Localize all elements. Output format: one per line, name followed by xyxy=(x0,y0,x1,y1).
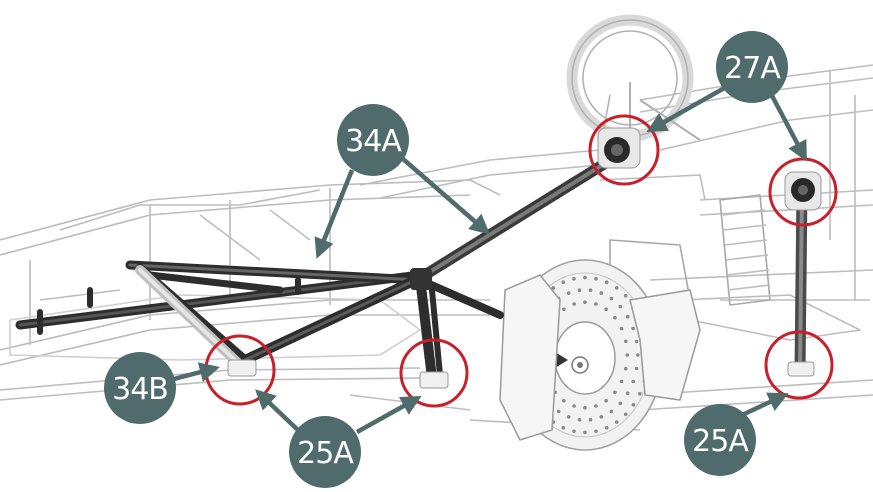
disc-hole xyxy=(599,415,604,419)
disc-hole xyxy=(599,291,604,295)
disc-hole xyxy=(604,280,609,285)
disc-hole xyxy=(566,291,571,295)
tube-frame-parts xyxy=(15,142,808,383)
disc-hole xyxy=(634,339,639,344)
disc-hole xyxy=(594,302,598,306)
disc-hole xyxy=(588,288,593,293)
disc-hole xyxy=(609,296,614,301)
disc-hole xyxy=(619,326,624,331)
disc-hole xyxy=(631,379,635,384)
disc-hole xyxy=(623,293,628,298)
disc-hole xyxy=(594,276,598,281)
disc-hole xyxy=(623,412,628,417)
disc-hole xyxy=(572,404,576,408)
highlight-rings xyxy=(204,114,838,408)
disc-hole xyxy=(614,420,619,424)
disc-hole xyxy=(638,391,642,396)
disc-hole xyxy=(624,366,628,371)
disc-hole xyxy=(583,300,587,305)
ring-25A-right xyxy=(764,330,834,400)
svg-text:25A: 25A xyxy=(692,424,749,459)
disc-hole xyxy=(604,426,609,430)
disc-hole xyxy=(566,415,571,419)
disc-hole xyxy=(572,429,576,434)
disc-hole xyxy=(561,280,566,285)
disc-hole xyxy=(594,429,598,434)
joint-mounts xyxy=(227,127,822,389)
callout-25A-right: 25A xyxy=(684,404,756,476)
disc-hole xyxy=(634,366,639,371)
disc-hole xyxy=(561,426,566,430)
disc-hole xyxy=(572,302,576,306)
disc-hole xyxy=(609,409,614,414)
callout-34A: 34A xyxy=(337,104,409,176)
disc-hole xyxy=(562,398,566,403)
callout-27A: 27A xyxy=(716,31,788,103)
disc-hole xyxy=(618,304,623,309)
disc-hole xyxy=(625,353,629,357)
disc-hole xyxy=(572,276,576,281)
disc-hole xyxy=(625,314,630,319)
disc-hole xyxy=(556,409,561,414)
disc-hole xyxy=(562,307,566,312)
svg-text:25A: 25A xyxy=(297,436,354,471)
disc-hole xyxy=(618,401,623,406)
disc-hole xyxy=(604,307,608,312)
disc-hole xyxy=(631,326,635,331)
svg-text:34B: 34B xyxy=(112,372,168,407)
disc-hole xyxy=(604,398,608,403)
disc-hole xyxy=(583,430,587,435)
disc-hole xyxy=(551,286,556,290)
disc-hole xyxy=(613,315,617,320)
disc-hole xyxy=(625,391,630,396)
disc-hole xyxy=(613,390,617,395)
disc-hole xyxy=(588,418,593,422)
disc-hole xyxy=(636,353,640,357)
disc-hole xyxy=(631,403,636,407)
brake-caliper xyxy=(499,274,701,441)
disc-hole xyxy=(577,288,582,293)
svg-text:27A: 27A xyxy=(724,51,781,86)
disc-hole xyxy=(614,286,619,290)
disc-hole xyxy=(624,339,628,344)
callout-25A-left: 25A xyxy=(289,416,361,488)
svg-text:34A: 34A xyxy=(345,124,402,159)
disc-hole xyxy=(577,418,582,422)
callout-leaders xyxy=(169,84,807,434)
disc-hole xyxy=(619,379,624,384)
ring-27A-top xyxy=(588,114,660,186)
disc-hole xyxy=(583,275,587,280)
ring-25A-left xyxy=(399,338,469,408)
disc-hole xyxy=(583,406,587,410)
callout-34B: 34B xyxy=(104,352,176,424)
disc-hole xyxy=(594,404,598,408)
